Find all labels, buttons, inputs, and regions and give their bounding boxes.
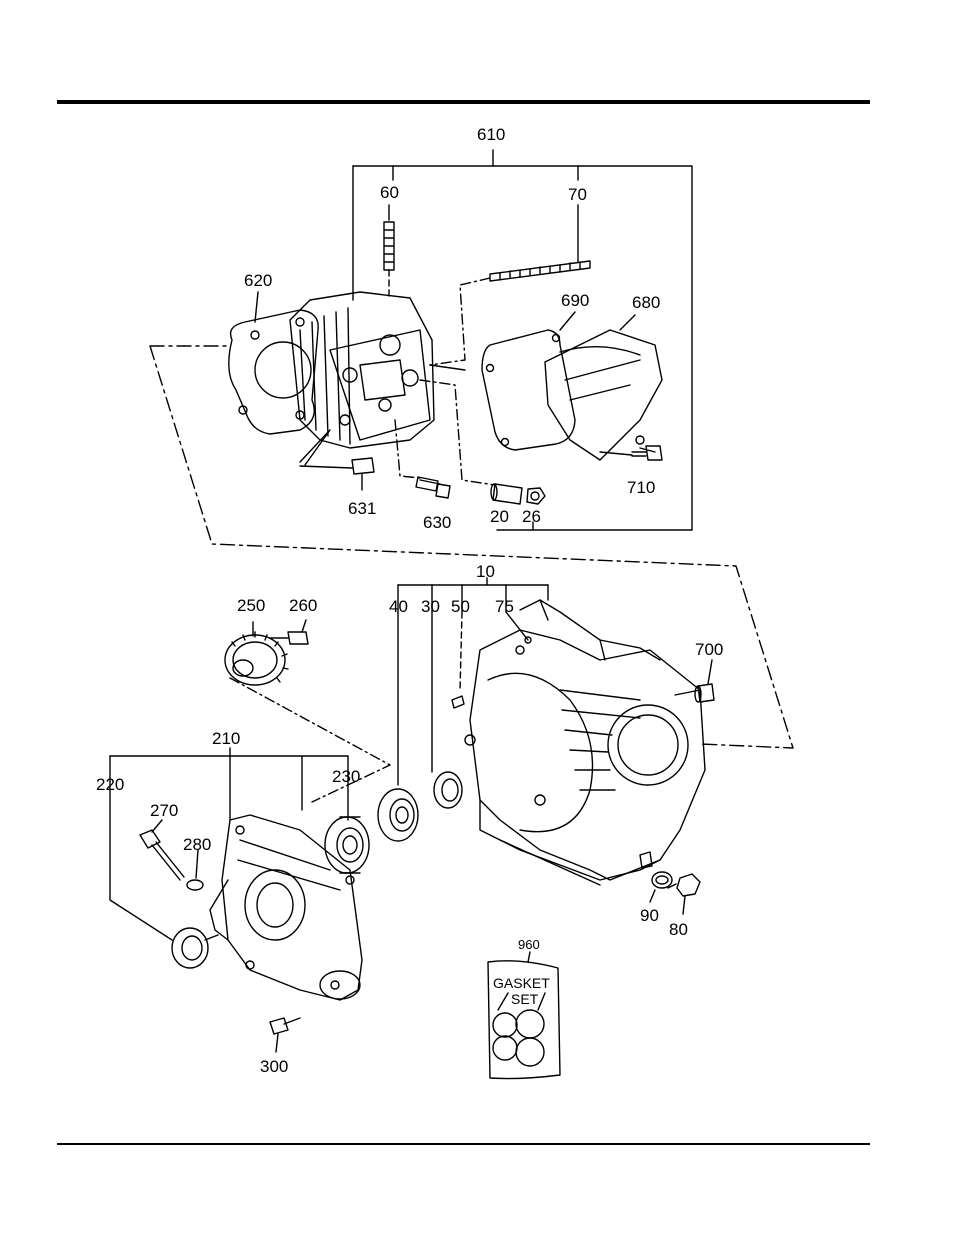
- oring-280: [187, 850, 203, 890]
- callout-60: 60: [380, 184, 399, 201]
- nut-26: [527, 488, 545, 504]
- bearing-40: [378, 789, 418, 841]
- dipstick-270: [140, 820, 184, 880]
- callout-700: 700: [695, 641, 723, 658]
- callout-270: 270: [150, 802, 178, 819]
- bolt-710: [600, 446, 662, 460]
- dowel-20: [491, 484, 522, 504]
- callout-300: 300: [260, 1058, 288, 1075]
- callout-610: 610: [477, 126, 505, 143]
- callout-631: 631: [348, 500, 376, 517]
- gasket-set-label-line2: SET: [511, 992, 538, 1006]
- gasket-690: [482, 312, 575, 450]
- callout-80: 80: [669, 921, 688, 938]
- bolt-630: [416, 477, 450, 498]
- callout-70: 70: [568, 186, 587, 203]
- bolt-631: [300, 458, 374, 490]
- callout-50: 50: [451, 598, 470, 615]
- valve-cover-680: [545, 315, 662, 460]
- callout-630: 630: [423, 514, 451, 531]
- callout-40: 40: [389, 598, 408, 615]
- callout-75: 75: [495, 598, 514, 615]
- stud-70: [430, 205, 590, 365]
- seal-30: [432, 612, 462, 808]
- gasket-set-label-line1: GASKET: [493, 976, 550, 990]
- pin-50: [452, 612, 464, 708]
- callout-20: 20: [490, 508, 509, 525]
- callout-90: 90: [640, 907, 659, 924]
- callout-220: 220: [96, 776, 124, 793]
- callout-710: 710: [627, 479, 655, 496]
- stud-60: [384, 205, 394, 300]
- side-cover-210: [210, 815, 362, 1000]
- callout-250: 250: [237, 597, 265, 614]
- gasket-set-960: [488, 952, 560, 1079]
- callout-620: 620: [244, 272, 272, 289]
- callout-260: 260: [289, 597, 317, 614]
- callout-210: 210: [212, 730, 240, 747]
- callout-680: 680: [632, 294, 660, 311]
- bolt-300: [270, 1018, 300, 1052]
- callout-10: 10: [476, 563, 495, 580]
- callout-690: 690: [561, 292, 589, 309]
- drain-plug-80: [668, 874, 700, 914]
- seal-220: [172, 928, 218, 968]
- dashed-gear-line: [230, 678, 390, 802]
- callout-960: 960: [518, 938, 540, 951]
- governor-gear-250: [225, 622, 288, 685]
- bearing-230: [325, 817, 369, 873]
- callout-26: 26: [522, 508, 541, 525]
- callout-280: 280: [183, 836, 211, 853]
- callout-30: 30: [421, 598, 440, 615]
- cylinder-head: [290, 292, 495, 485]
- crankcase-10: [465, 600, 705, 885]
- dowel-700: [695, 660, 714, 702]
- callout-230: 230: [332, 768, 360, 785]
- pin-260: [270, 620, 308, 644]
